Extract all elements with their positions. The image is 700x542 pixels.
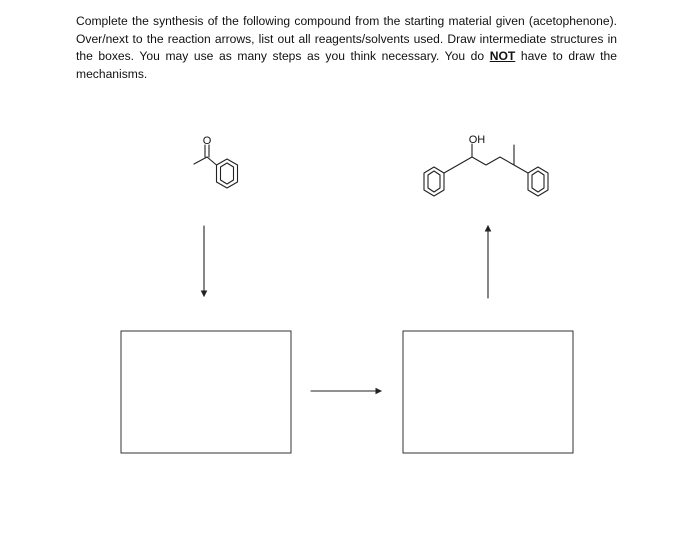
- instructions-text-end: have to draw the mechanisms.: [76, 49, 617, 81]
- aromatic-inner-ring: [219, 162, 235, 185]
- carbon-chain: [443, 156, 529, 174]
- left-aromatic-inner-ring: [427, 170, 441, 193]
- left-benzene-ring: [423, 166, 445, 197]
- target-compound-structure: OH: [423, 134, 549, 197]
- instructions-emphasis: NOT: [489, 49, 516, 63]
- hydroxyl-label: OH: [469, 134, 486, 146]
- right-benzene-ring: [527, 166, 549, 197]
- starting-material-structure: O: [193, 135, 239, 189]
- intermediate-box-1[interactable]: [120, 330, 292, 454]
- benzene-ring: [215, 158, 239, 189]
- carbonyl-to-ring-bond: [206, 156, 218, 166]
- right-aromatic-inner-ring: [531, 170, 545, 193]
- oxygen-label: O: [203, 135, 212, 147]
- instructions-text: Complete the synthesis of the following …: [76, 14, 617, 63]
- intermediate-box-2[interactable]: [402, 330, 574, 454]
- methyl-bond: [193, 156, 208, 165]
- problem-instructions: Complete the synthesis of the following …: [76, 13, 617, 83]
